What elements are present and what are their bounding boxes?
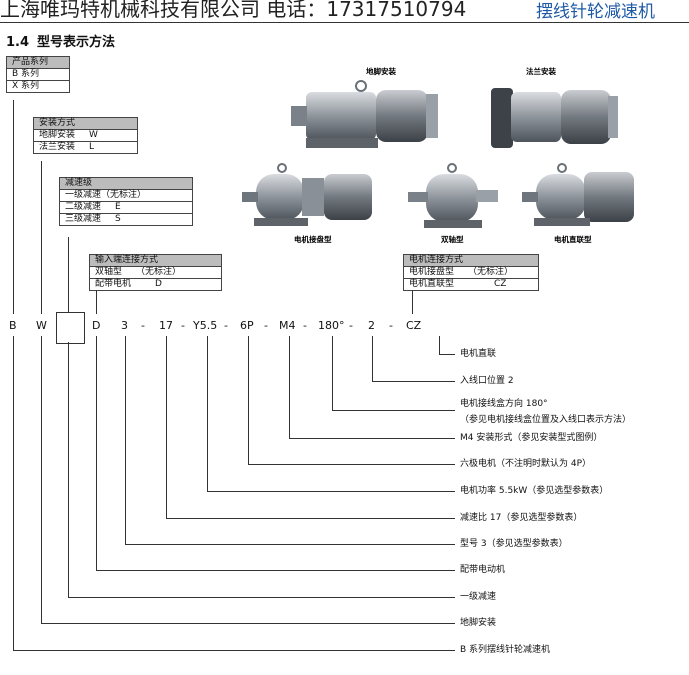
leader-6p-v: [248, 336, 249, 464]
code-dash: -: [181, 319, 185, 332]
photo-flange-mount: 法兰安装: [491, 66, 618, 148]
code-3: 3: [121, 319, 128, 332]
code-m4: M4: [279, 319, 296, 332]
connector-motor-conn: [412, 290, 413, 314]
caption-motor-direct: 电机直联型: [554, 234, 592, 244]
explain-cz: 电机直联: [460, 349, 497, 359]
code-cz: CZ: [406, 319, 422, 332]
code-17: 17: [159, 319, 173, 332]
leader-17-h: [166, 518, 455, 519]
stage-code-box: [56, 312, 85, 344]
explain-6p: 六极电机（不注明时默认为 4P）: [460, 459, 592, 469]
leader-w-h: [41, 623, 455, 624]
input-row-double: 双轴型（无标注）: [89, 266, 222, 279]
explain-w: 地脚安装: [460, 618, 497, 628]
leader-180-h: [332, 410, 455, 411]
product-photos: 地脚安装 法兰安装 电机接盘型 双轴型 电机直联型: [242, 66, 634, 244]
leader-17-v: [166, 336, 167, 518]
input-box-title: 输入端连接方式: [89, 254, 222, 267]
series-box: 产品系列 B 系列 X 系列: [6, 56, 70, 93]
leader-cz-h: [439, 354, 455, 355]
leader-y55-h: [207, 491, 455, 492]
stage-box-title: 减速级: [59, 177, 193, 190]
explain-3: 型号 3（参见选型参数表）: [460, 539, 568, 549]
leader-y55-v: [207, 336, 208, 491]
mount-box-title: 安装方式: [33, 117, 138, 130]
motor-conn-box-title: 电机连接方式: [403, 254, 539, 267]
caption-foot: 地脚安装: [366, 66, 396, 76]
product-header: 摆线针轮减速机: [536, 2, 655, 22]
code-w: W: [36, 319, 47, 332]
leader-m4-v: [289, 336, 290, 438]
header-divider: [0, 22, 689, 23]
leader-180-v: [332, 336, 333, 410]
code-dash: -: [349, 319, 353, 332]
code-dash: -: [141, 319, 145, 332]
connector-mount: [41, 161, 42, 314]
explain-17: 减速比 17（参见选型参数表）: [460, 513, 583, 523]
leader-2-v: [372, 336, 373, 381]
leader-d-h: [96, 570, 455, 571]
motor-conn-row-flange: 电机接盘型（无标注）: [403, 266, 539, 279]
code-dash: -: [303, 319, 307, 332]
series-box-title: 产品系列: [6, 56, 70, 69]
section-title-text: 型号表示方法: [37, 35, 116, 50]
explain-180-note: （参见电机接线盒位置及入线口表示方法）: [460, 415, 632, 425]
section-title: 1.4 型号表示方法: [6, 31, 115, 50]
leader-stage-v: [68, 342, 69, 597]
section-number: 1.4: [6, 35, 30, 50]
code-6p: 6P: [240, 319, 254, 332]
leader-b-v: [13, 336, 14, 650]
explain-stage: 一级减速: [460, 592, 497, 602]
photo-double-shaft: 双轴型: [408, 163, 498, 244]
connector-input: [96, 290, 97, 314]
code-b: B: [9, 319, 17, 332]
explain-y55: 电机功率 5.5kW（参见选型参数表）: [460, 486, 609, 496]
connector-series: [13, 100, 14, 314]
leader-2-h: [372, 381, 455, 382]
explain-2: 入线口位置 2: [460, 376, 514, 386]
leader-3-h: [125, 544, 455, 545]
caption-double-shaft: 双轴型: [441, 234, 464, 244]
leader-6p-h: [248, 464, 455, 465]
explain-b: B 系列摆线针轮减速机: [460, 645, 551, 655]
leader-b-h: [13, 650, 455, 651]
series-x: X 系列: [6, 80, 70, 93]
leader-cz-v: [439, 336, 440, 354]
explain-m4: M4 安装形式（参见安装型式图例）: [460, 433, 603, 443]
photo-motor-direct: 电机直联型: [522, 163, 634, 244]
photo-foot-mount: 地脚安装: [291, 66, 438, 148]
code-2: 2: [368, 319, 375, 332]
leader-stage-h: [68, 597, 455, 598]
connector-stage: [68, 237, 69, 314]
caption-motor-flange: 电机接盘型: [294, 234, 332, 244]
leader-w-v: [41, 336, 42, 623]
stage-row-1: 一级减速（无标注）: [59, 189, 193, 202]
code-dash: -: [264, 319, 268, 332]
code-180: 180°: [318, 319, 345, 332]
leader-3-v: [125, 336, 126, 544]
explain-d: 配带电动机: [460, 565, 506, 575]
leader-d-v: [96, 336, 97, 570]
company-header: 上海唯玛特机械科技有限公司 电话：17317510794: [0, 0, 467, 21]
leader-m4-h: [289, 438, 455, 439]
code-dash: -: [224, 319, 228, 332]
code-y55: Y5.5: [193, 319, 218, 332]
photo-motor-flange: 电机接盘型: [242, 163, 372, 244]
code-dash: -: [389, 319, 393, 332]
series-b: B 系列: [6, 68, 70, 81]
explain-180: 电机接线盒方向 180°: [460, 399, 548, 409]
caption-flange: 法兰安装: [526, 66, 556, 76]
code-d: D: [92, 319, 101, 332]
